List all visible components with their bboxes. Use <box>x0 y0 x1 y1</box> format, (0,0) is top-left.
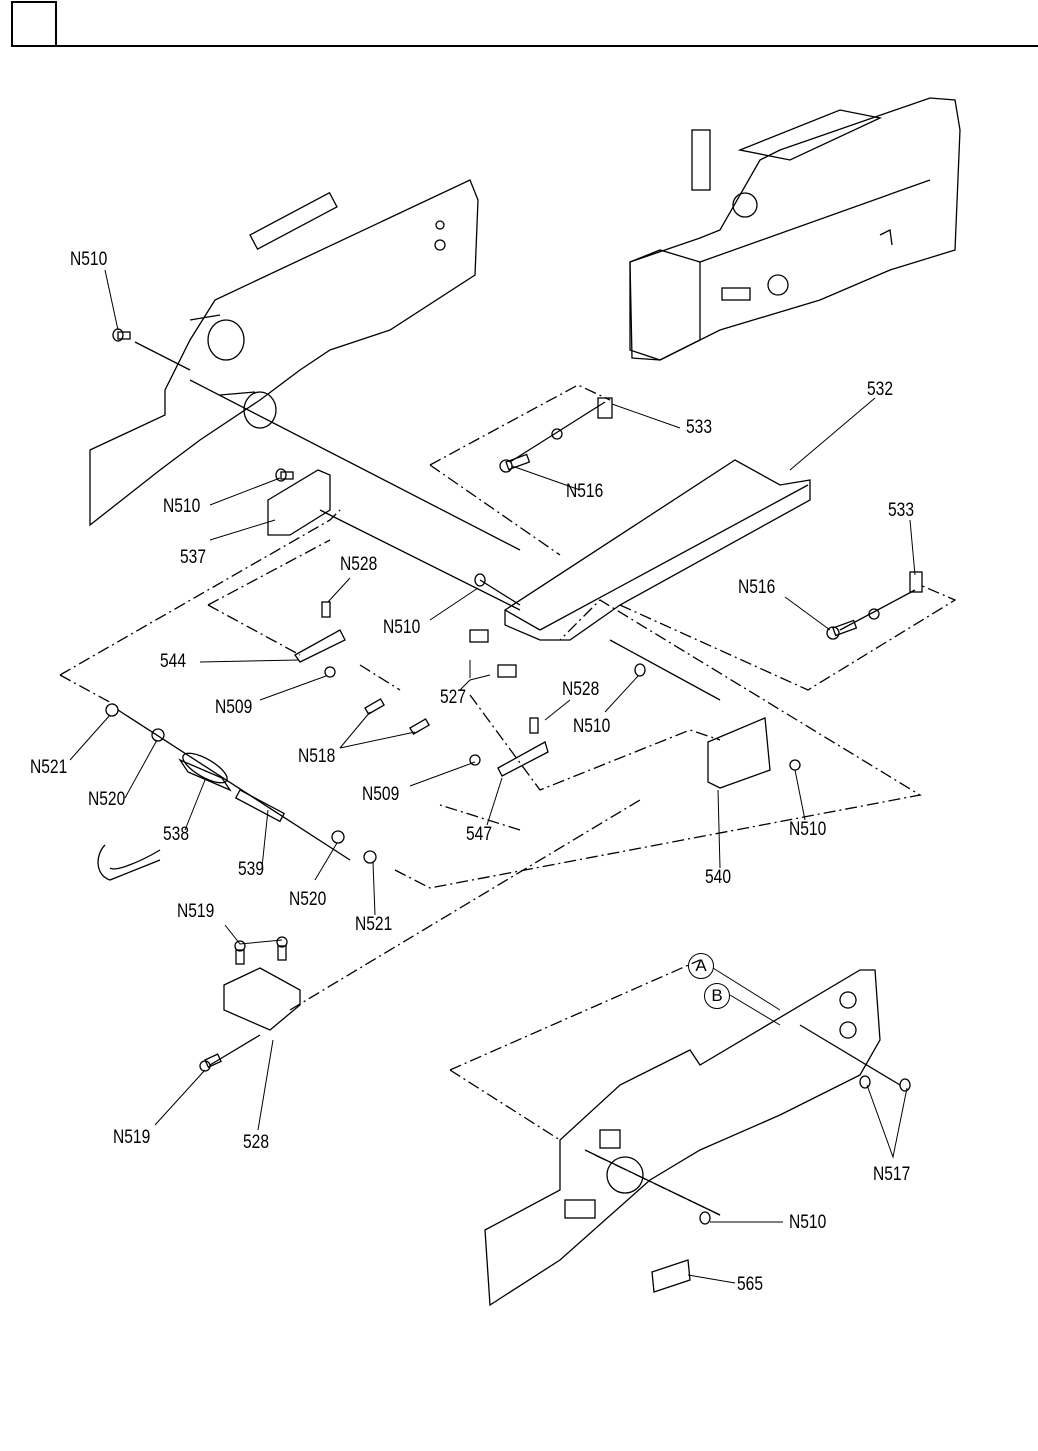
right-side-plate <box>485 970 910 1305</box>
assembled-feeder-unit <box>630 98 960 360</box>
part-label-n518: N518 <box>298 747 335 767</box>
part-label-540: 540 <box>705 868 731 888</box>
part-label-538: 538 <box>163 825 189 845</box>
main-rail-532 <box>470 460 810 677</box>
solid-guide-lines <box>118 342 915 1215</box>
part-label-n516: N516 <box>566 482 603 502</box>
part-label-n509: N509 <box>215 698 252 718</box>
part-label-533: 533 <box>888 501 914 521</box>
part-label-n528: N528 <box>340 555 377 575</box>
part-label-n519: N519 <box>177 902 214 922</box>
part-label-n528: N528 <box>562 680 599 700</box>
part-label-532: 532 <box>867 380 893 400</box>
part-label-547: 547 <box>466 825 492 845</box>
part-label-539: 539 <box>238 860 264 880</box>
part-label-n519: N519 <box>113 1128 150 1148</box>
part-label-n521: N521 <box>355 915 392 935</box>
part-label-n517: N517 <box>873 1165 910 1185</box>
part-label-n510: N510 <box>573 717 610 737</box>
part-label-527: 527 <box>440 688 466 708</box>
part-label-n520: N520 <box>289 890 326 910</box>
part-label-544: 544 <box>160 652 186 672</box>
part-label-n521: N521 <box>30 758 67 778</box>
part-label-n510: N510 <box>383 618 420 638</box>
label-leaders <box>70 270 915 1283</box>
callout-b: B <box>704 983 730 1009</box>
part-label-n510: N510 <box>789 820 826 840</box>
part-label-537: 537 <box>180 548 206 568</box>
part-label-533: 533 <box>686 418 712 438</box>
left-side-plate <box>90 180 478 525</box>
part-label-n510: N510 <box>789 1213 826 1233</box>
part-label-565: 565 <box>737 1275 763 1295</box>
part-label-n520: N520 <box>88 790 125 810</box>
part-label-n510: N510 <box>163 497 200 517</box>
callout-a: A <box>688 953 714 979</box>
part-label-n509: N509 <box>362 785 399 805</box>
part-label-528: 528 <box>243 1133 269 1153</box>
part-label-n516: N516 <box>738 578 775 598</box>
part-label-n510: N510 <box>70 250 107 270</box>
